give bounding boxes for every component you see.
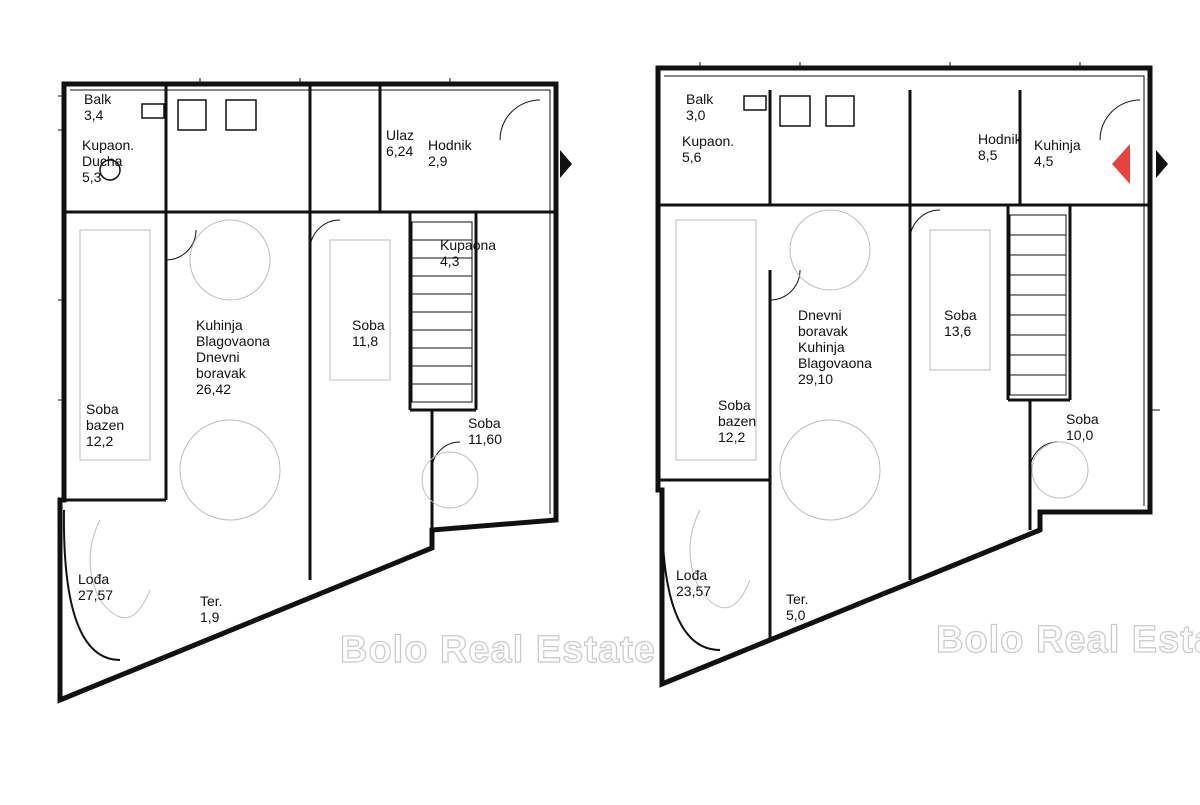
room-label-lodja: 23,57 — [676, 583, 711, 599]
bathroom-fixtures-icon — [99, 99, 257, 181]
room-label-soba3: 10,0 — [1066, 427, 1093, 443]
room-label-kupaonica: Kupaon. — [82, 137, 134, 153]
room-label-lodja: 27,57 — [78, 587, 113, 603]
room-label-kupaonica: Ducha — [82, 153, 123, 169]
loggia-edge — [660, 499, 721, 651]
wall-hatch — [58, 78, 451, 401]
room-label-ulaz: 6,24 — [386, 143, 413, 159]
furniture-icon — [79, 219, 479, 619]
room-label-soba2: bazen — [86, 417, 124, 433]
furniture-icon — [675, 209, 1089, 609]
right-watermark: Bolo Real Estate — [936, 619, 1200, 661]
outer-wall-inner — [664, 75, 1145, 506]
room-label-soba3: Soba — [468, 415, 501, 431]
room-label-terasa: Ter. — [786, 591, 809, 607]
room-label-balkon: 3,0 — [686, 107, 706, 123]
stairs-icon — [411, 221, 473, 403]
room-label-kupaona2: 4,3 — [440, 253, 460, 269]
north-arrow-icon — [560, 150, 572, 178]
room-label-terasa: 5,0 — [786, 607, 806, 623]
room-label-soba1: Soba — [944, 307, 977, 323]
left-floor-plan — [57, 78, 572, 704]
room-label-soba3: Soba — [1066, 411, 1099, 427]
room-label-balkon: Balk — [686, 91, 714, 107]
bathroom-fixtures-icon — [743, 95, 855, 127]
north-arrow-icon — [1112, 144, 1168, 184]
room-label-soba1: 13,6 — [944, 323, 971, 339]
room-label-kuhinja: Dnevni — [196, 349, 240, 365]
room-label-dnevni: 29,10 — [798, 371, 833, 387]
room-label-kupaonica: 5,6 — [682, 149, 702, 165]
room-label-hodnik: Hodnik — [428, 137, 473, 153]
room-label-soba3: 11,60 — [468, 431, 502, 447]
room-label-dnevni: Kuhinja — [798, 339, 845, 355]
room-label-balkon: 3,4 — [84, 107, 104, 123]
room-label-ulaz: Ulaz — [386, 127, 414, 143]
room-label-terasa: 1,9 — [200, 609, 220, 625]
stairs-icon — [1009, 214, 1067, 396]
room-label-terasa: Ter. — [200, 593, 223, 609]
right-floor-plan — [655, 62, 1168, 688]
outer-wall — [57, 81, 559, 704]
door-swing-icon — [165, 99, 541, 471]
room-label-kupaonica: 5,3 — [82, 169, 102, 185]
room-label-lodja: Lođa — [676, 567, 707, 583]
right-room-labels: Balk3,0Kupaon.5,6Hodnik8,5Kuhinja4,5Dnev… — [676, 91, 1099, 623]
interior-walls — [658, 90, 1150, 640]
room-label-soba2: 12,2 — [718, 429, 745, 445]
room-label-kupaona2: Kupaona — [440, 237, 496, 253]
room-label-soba2: Soba — [86, 401, 119, 417]
room-label-soba1: Soba — [352, 317, 385, 333]
room-label-kuhinja: 26,42 — [196, 381, 231, 397]
room-label-kuhinja: boravak — [196, 365, 247, 381]
wall-hatch — [699, 62, 1160, 411]
room-label-ulaz: Kuhinja — [1034, 137, 1081, 153]
room-label-dnevni: Blagovaona — [798, 355, 872, 371]
room-label-hodnik: Hodnik — [978, 131, 1023, 147]
room-label-kuhinja: Blagovaona — [196, 333, 270, 349]
room-label-hodnik: 8,5 — [978, 147, 998, 163]
room-label-dnevni: boravak — [798, 323, 849, 339]
loggia-edge — [62, 509, 121, 661]
room-label-dnevni: Dnevni — [798, 307, 842, 323]
room-label-hodnik: 2,9 — [428, 153, 448, 169]
left-watermark: Bolo Real Estate — [340, 629, 656, 671]
room-label-soba2: bazen — [718, 413, 756, 429]
outer-wall-inner — [70, 89, 551, 514]
interior-walls — [64, 84, 556, 580]
room-label-balkon: Balk — [84, 91, 112, 107]
room-label-soba2: Soba — [718, 397, 751, 413]
room-label-ulaz: 4,5 — [1034, 153, 1054, 169]
room-label-lodja: Lođa — [78, 571, 109, 587]
room-label-kuhinja: Kuhinja — [196, 317, 243, 333]
room-label-soba2: 12,2 — [86, 433, 113, 449]
room-label-kupaonica: Kupaon. — [682, 133, 734, 149]
room-label-soba1: 11,8 — [352, 333, 378, 349]
outer-wall — [655, 65, 1153, 688]
